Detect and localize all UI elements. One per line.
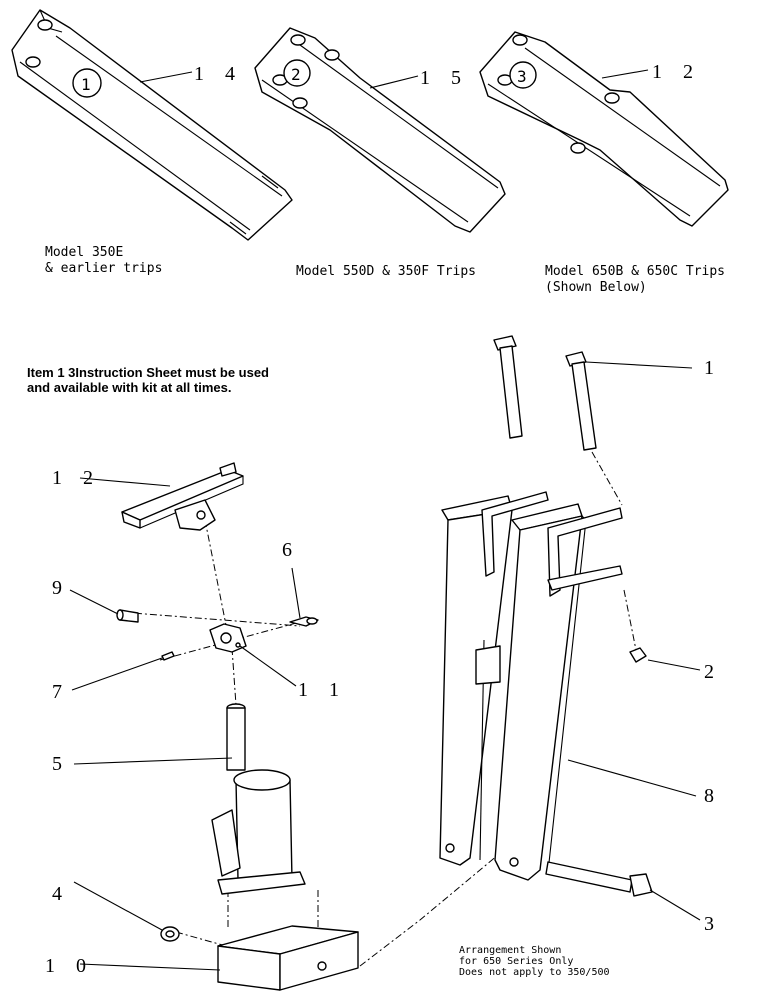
- note-line-3: Does not apply to 350/500: [459, 967, 610, 978]
- callout-1: 1: [704, 357, 722, 379]
- part-10-base-box: [217, 925, 359, 991]
- callout-9: 9: [52, 577, 70, 599]
- callout-7: 7: [52, 681, 70, 703]
- circled-number-2-text: 2: [291, 65, 301, 84]
- callout-10: 1 0: [45, 955, 94, 977]
- bracket-550d: 2: [254, 27, 506, 233]
- label-model-350e: Model 350E: [45, 245, 123, 260]
- circled-number-2: [283, 59, 311, 87]
- callout-15: 1 5: [420, 67, 469, 89]
- circled-number-1: [72, 68, 102, 98]
- callout-11: 1 1: [298, 679, 347, 701]
- label-model-550d: Model 550D & 350F Trips: [296, 264, 476, 279]
- label-model-650: Model 650B & 650C Trips: [545, 264, 725, 279]
- circled-number-3-text: 3: [517, 67, 527, 86]
- callout-3: 3: [704, 913, 722, 935]
- callout-6: 6: [282, 539, 300, 561]
- part-9-pin: [116, 609, 139, 623]
- callout-12: 1 2: [52, 467, 101, 489]
- instruction-line-2: and available with kit at all times.: [27, 380, 231, 395]
- part-1-bolt: [565, 351, 597, 451]
- part-7-screw: [161, 651, 175, 661]
- part-2-nut: [629, 647, 647, 663]
- instruction-line-1: Item 1 3Instruction Sheet must be used: [27, 365, 269, 380]
- circled-number-3: [509, 61, 537, 89]
- callout-2: 2: [704, 661, 722, 683]
- part-5-bottle-jack: [211, 703, 306, 895]
- part-bolt-left: [493, 335, 523, 439]
- callout-5: 5: [52, 753, 70, 775]
- note-line-1: Arrangement Shown: [459, 945, 561, 956]
- circled-number-1-text: 1: [81, 75, 91, 94]
- bracket-650: 3: [479, 31, 729, 227]
- part-12-trip-tube: [121, 462, 244, 531]
- frame-plate-left: [439, 491, 549, 866]
- callout-4: 4: [52, 883, 70, 905]
- frame-plate-right: [494, 503, 623, 881]
- callout-12-top: 1 2: [652, 61, 701, 83]
- part-3-bolt: [545, 861, 653, 897]
- label-shown-below: (Shown Below): [545, 280, 647, 295]
- label-earlier-trips: & earlier trips: [45, 261, 162, 276]
- part-6-cotter-pin: [289, 616, 319, 627]
- part-11-clevis: [209, 623, 247, 653]
- bracket-350e: 1: [11, 9, 293, 241]
- part-4-nut: [160, 926, 180, 942]
- callout-8: 8: [704, 785, 722, 807]
- note-line-2: for 650 Series Only: [459, 956, 573, 967]
- callout-14: 1 4: [194, 63, 243, 85]
